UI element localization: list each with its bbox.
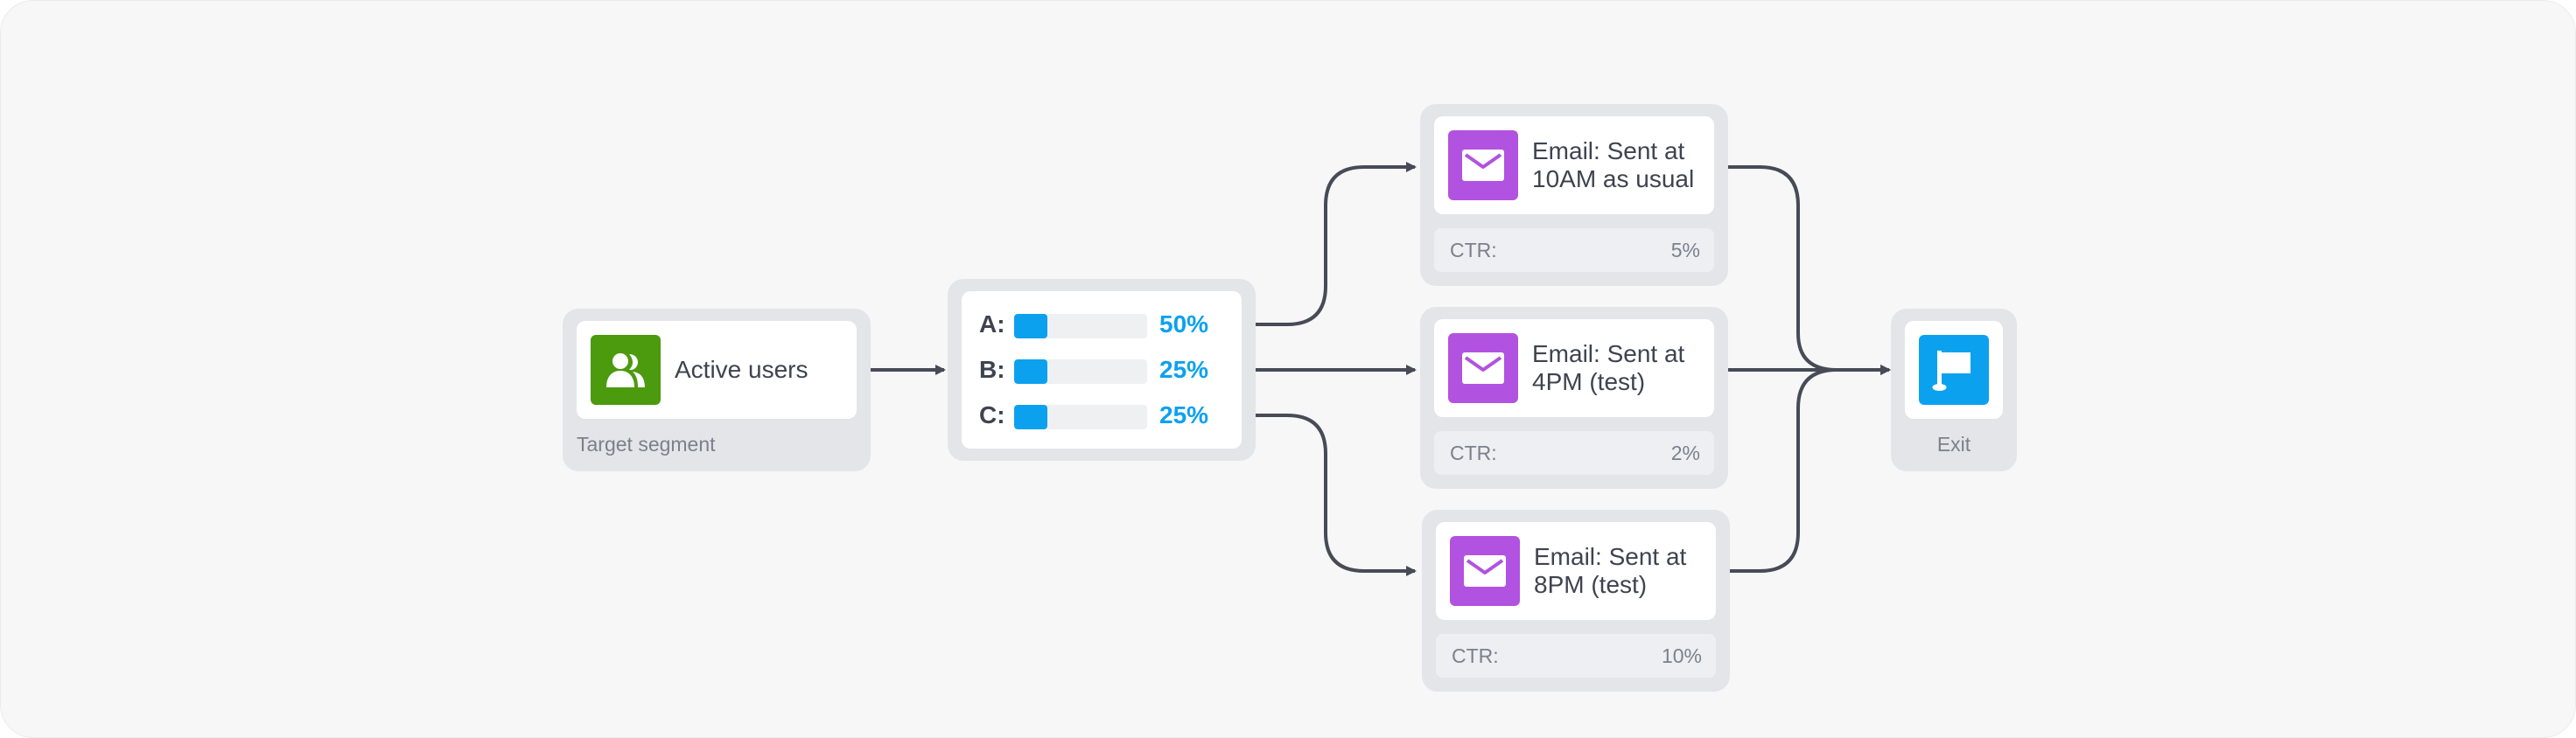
exit-tile — [1919, 335, 1989, 405]
connector-split-a-to-email-1 — [1242, 162, 1417, 326]
email-node-1[interactable]: Email: Sent at 10AM as usual CTR: 5% — [1420, 104, 1728, 286]
ctr-row-1: CTR: 5% — [1434, 228, 1714, 272]
split-bar-c — [1014, 405, 1147, 429]
envelope-icon — [1462, 150, 1504, 181]
split-row-b: B: 25% — [962, 352, 1242, 387]
split-row-a: A: 50% — [962, 307, 1242, 342]
ctr-row-3: CTR: 10% — [1436, 634, 1716, 678]
email-title-1: Email: Sent at 10AM as usual — [1532, 137, 1695, 192]
email-node-2[interactable]: Email: Sent at 4PM (test) CTR: 2% — [1420, 307, 1728, 489]
ctr-value-1: 5% — [1670, 239, 1700, 261]
split-label-a: A: — [979, 310, 1005, 338]
split-node[interactable]: A: 50% B: 25% C: 25% — [948, 279, 1256, 461]
split-bar-a — [1014, 314, 1147, 338]
split-fill-a — [1014, 314, 1047, 338]
split-card[interactable]: A: 50% B: 25% C: 25% — [962, 291, 1242, 449]
ctr-value-3: 10% — [1661, 644, 1702, 667]
envelope-icon — [1462, 352, 1504, 384]
email-title-3: Email: Sent at 8PM (test) — [1534, 543, 1687, 598]
email-card-2[interactable]: Email: Sent at 4PM (test) — [1434, 319, 1714, 417]
exit-caption: Exit — [1936, 433, 1971, 456]
split-label-b: B: — [979, 356, 1005, 383]
connector-email-1-to-exit — [1714, 165, 1891, 375]
ctr-label-1: CTR: — [1450, 239, 1497, 261]
users-icon — [606, 353, 645, 387]
segment-caption: Target segment — [577, 433, 716, 456]
segment-tile — [591, 335, 661, 405]
split-fill-b — [1014, 359, 1047, 384]
email-card-1[interactable]: Email: Sent at 10AM as usual — [1434, 116, 1714, 214]
ctr-row-2: CTR: 2% — [1434, 431, 1714, 475]
split-bar-b — [1014, 359, 1147, 384]
ctr-label-3: CTR: — [1452, 644, 1499, 667]
ctr-label-2: CTR: — [1450, 442, 1497, 464]
segment-card[interactable]: Active users — [577, 321, 857, 419]
segment-node[interactable]: Active users Target segment — [563, 309, 871, 471]
split-percent-a: 50% — [1159, 310, 1209, 338]
email-tile-3 — [1450, 536, 1520, 606]
split-percent-c: 25% — [1159, 401, 1209, 428]
split-percent-b: 25% — [1159, 356, 1209, 383]
exit-node[interactable]: Exit — [1891, 309, 2017, 471]
email-tile-2 — [1448, 333, 1518, 403]
connector-email-3-to-exit — [1714, 365, 1891, 573]
segment-title: Active users — [675, 356, 808, 383]
envelope-icon — [1464, 555, 1506, 587]
email-node-3[interactable]: Email: Sent at 8PM (test) CTR: 10% — [1422, 510, 1730, 692]
split-row-c: C: 25% — [962, 398, 1242, 433]
split-fill-c — [1014, 405, 1047, 429]
connector-split-c-to-email-3 — [1242, 414, 1417, 576]
ctr-value-2: 2% — [1670, 442, 1700, 464]
email-card-3[interactable]: Email: Sent at 8PM (test) — [1436, 522, 1716, 620]
exit-card[interactable] — [1905, 321, 2003, 419]
split-label-c: C: — [979, 401, 1005, 428]
email-tile-1 — [1448, 130, 1518, 200]
email-title-2: Email: Sent at 4PM (test) — [1532, 340, 1685, 395]
flag-icon — [1932, 351, 1970, 391]
